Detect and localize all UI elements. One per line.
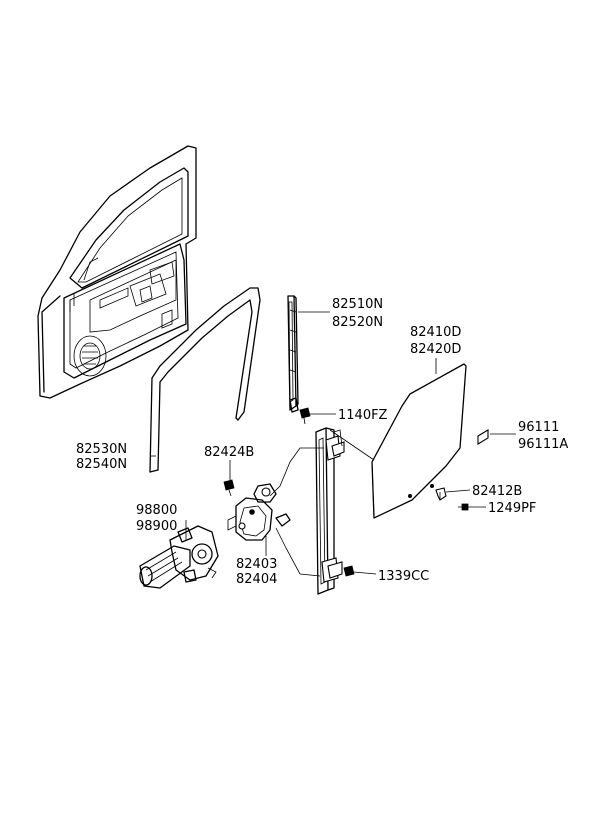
callout-labels: 82510N 82520N 1140FZ 82410D 82420D 96111… bbox=[76, 297, 568, 587]
window-motor bbox=[139, 525, 219, 589]
glass-screw bbox=[458, 503, 469, 511]
callout-82424B: 82424B bbox=[204, 445, 254, 460]
callout-82412B: 82412B bbox=[472, 484, 522, 499]
window-regulator bbox=[227, 427, 375, 595]
callout-82404: 82404 bbox=[236, 572, 277, 587]
callout-96111A: 96111A bbox=[518, 437, 568, 452]
callout-1249PF: 1249PF bbox=[488, 501, 536, 516]
regulator-bolt bbox=[223, 479, 235, 497]
leader-lines bbox=[150, 311, 516, 575]
door-glass bbox=[371, 363, 467, 519]
callout-82420D: 82420D bbox=[410, 342, 461, 357]
glass-clip bbox=[477, 429, 489, 445]
regulator-rail bbox=[287, 295, 299, 413]
callout-1140FZ: 1140FZ bbox=[338, 408, 388, 423]
glass-bracket bbox=[435, 487, 447, 501]
callout-82530N: 82530N bbox=[76, 442, 127, 457]
glass-run-channel bbox=[149, 287, 261, 473]
callout-82540N: 82540N bbox=[76, 457, 127, 472]
rail-bolt bbox=[299, 407, 311, 425]
callout-82510N: 82510N bbox=[332, 297, 383, 312]
callout-98800: 98800 bbox=[136, 503, 177, 518]
front-door-panel bbox=[37, 145, 197, 399]
callout-96111: 96111 bbox=[518, 420, 559, 435]
callout-98900: 98900 bbox=[136, 519, 177, 534]
callout-82520N: 82520N bbox=[332, 315, 383, 330]
callout-1339CC: 1339CC bbox=[378, 569, 429, 584]
callout-82410D: 82410D bbox=[410, 325, 461, 340]
callout-82403: 82403 bbox=[236, 557, 277, 572]
regulator-nut bbox=[343, 565, 355, 577]
